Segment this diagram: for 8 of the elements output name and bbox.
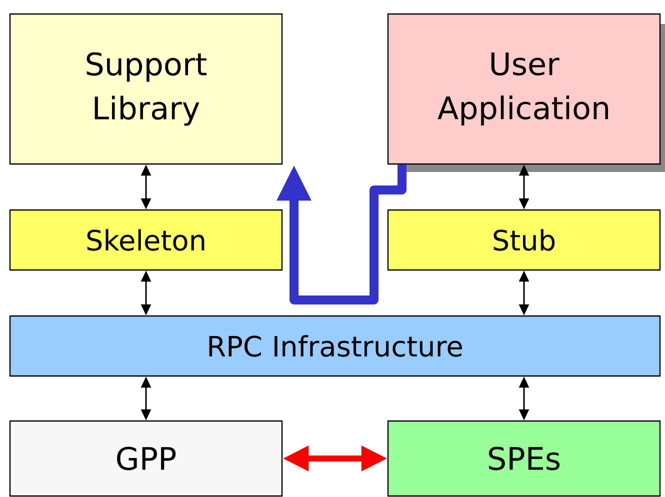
- text-box: GPP: [9, 420, 283, 497]
- text-box: Skeleton: [9, 209, 283, 271]
- text-box: RPC Infrastructure: [9, 315, 661, 377]
- text-box: SPEs: [387, 420, 661, 497]
- text-box: Support Library: [9, 13, 283, 165]
- text-box: User Application: [387, 13, 665, 172]
- text-box: Stub: [387, 209, 661, 271]
- arrow: [276, 164, 406, 304]
